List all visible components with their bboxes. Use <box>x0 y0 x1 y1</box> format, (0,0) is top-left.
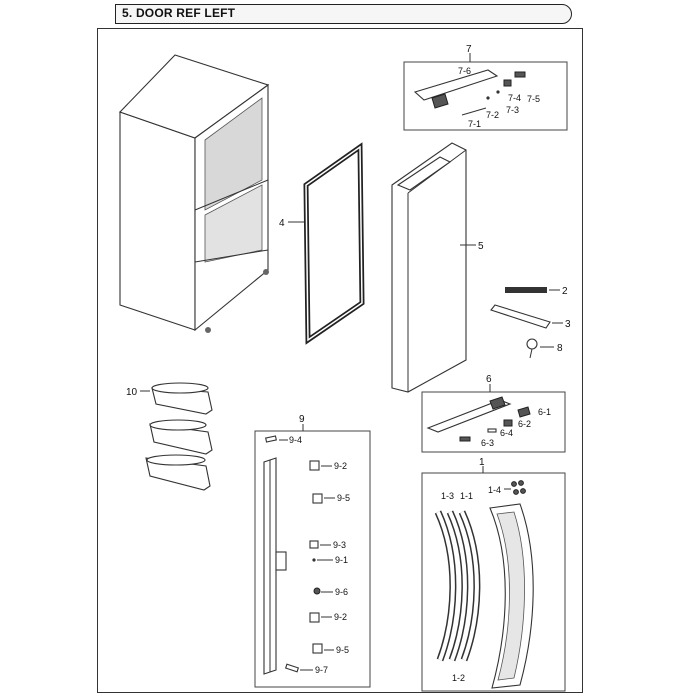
part-2-drawing <box>505 287 560 293</box>
callout-9: 9 <box>299 414 305 425</box>
callout-1: 1 <box>479 457 485 468</box>
callout-1-2: 1-2 <box>452 673 465 683</box>
section-header: 5. DOOR REF LEFT <box>115 4 572 24</box>
callout-6-2: 6-2 <box>518 419 531 429</box>
callout-7-3: 7-3 <box>506 105 519 115</box>
callout-9-2-bottom: 9-2 <box>334 612 347 622</box>
callout-10: 10 <box>126 387 138 398</box>
part-8-drawing <box>526 338 554 359</box>
door-bins-drawing <box>140 382 213 491</box>
callout-6-3: 6-3 <box>481 438 494 448</box>
callout-8: 8 <box>557 343 563 354</box>
callout-9-5-bottom: 9-5 <box>336 645 349 655</box>
diagram-frame <box>97 28 583 693</box>
callout-7: 7 <box>466 44 472 55</box>
callout-7-4: 7-4 <box>508 93 521 103</box>
callout-7-2: 7-2 <box>486 110 499 120</box>
callout-9-7: 9-7 <box>315 665 328 675</box>
callout-9-6: 9-6 <box>335 587 348 597</box>
assembly-7-box <box>403 53 568 131</box>
callout-1-1: 1-1 <box>460 491 473 501</box>
callout-9-1: 9-1 <box>335 555 348 565</box>
callout-6-4: 6-4 <box>500 428 513 438</box>
callout-3: 3 <box>565 319 571 330</box>
callout-4: 4 <box>279 218 285 229</box>
callout-7-1: 7-1 <box>468 119 481 129</box>
callout-9-4: 9-4 <box>289 435 302 445</box>
assembly-9-box <box>254 424 371 688</box>
callout-1-4: 1-4 <box>488 485 501 495</box>
callout-7-5: 7-5 <box>527 94 540 104</box>
assembly-1-box <box>421 466 566 692</box>
callout-9-5-top: 9-5 <box>337 493 350 503</box>
section-title: 5. DOOR REF LEFT <box>122 6 236 20</box>
callout-9-2-top: 9-2 <box>334 461 347 471</box>
assembly-6-box <box>421 384 566 453</box>
callout-6: 6 <box>486 374 492 385</box>
cabinet-drawing <box>119 54 270 333</box>
door-gasket-drawing <box>288 142 365 345</box>
callout-9-3: 9-3 <box>333 540 346 550</box>
door-drawing <box>391 142 476 393</box>
callout-7-6: 7-6 <box>458 66 471 76</box>
callout-6-1: 6-1 <box>538 407 551 417</box>
callout-1-3: 1-3 <box>441 491 454 501</box>
callout-5: 5 <box>478 241 484 252</box>
part-3-drawing <box>490 304 563 329</box>
callout-2: 2 <box>562 286 568 297</box>
